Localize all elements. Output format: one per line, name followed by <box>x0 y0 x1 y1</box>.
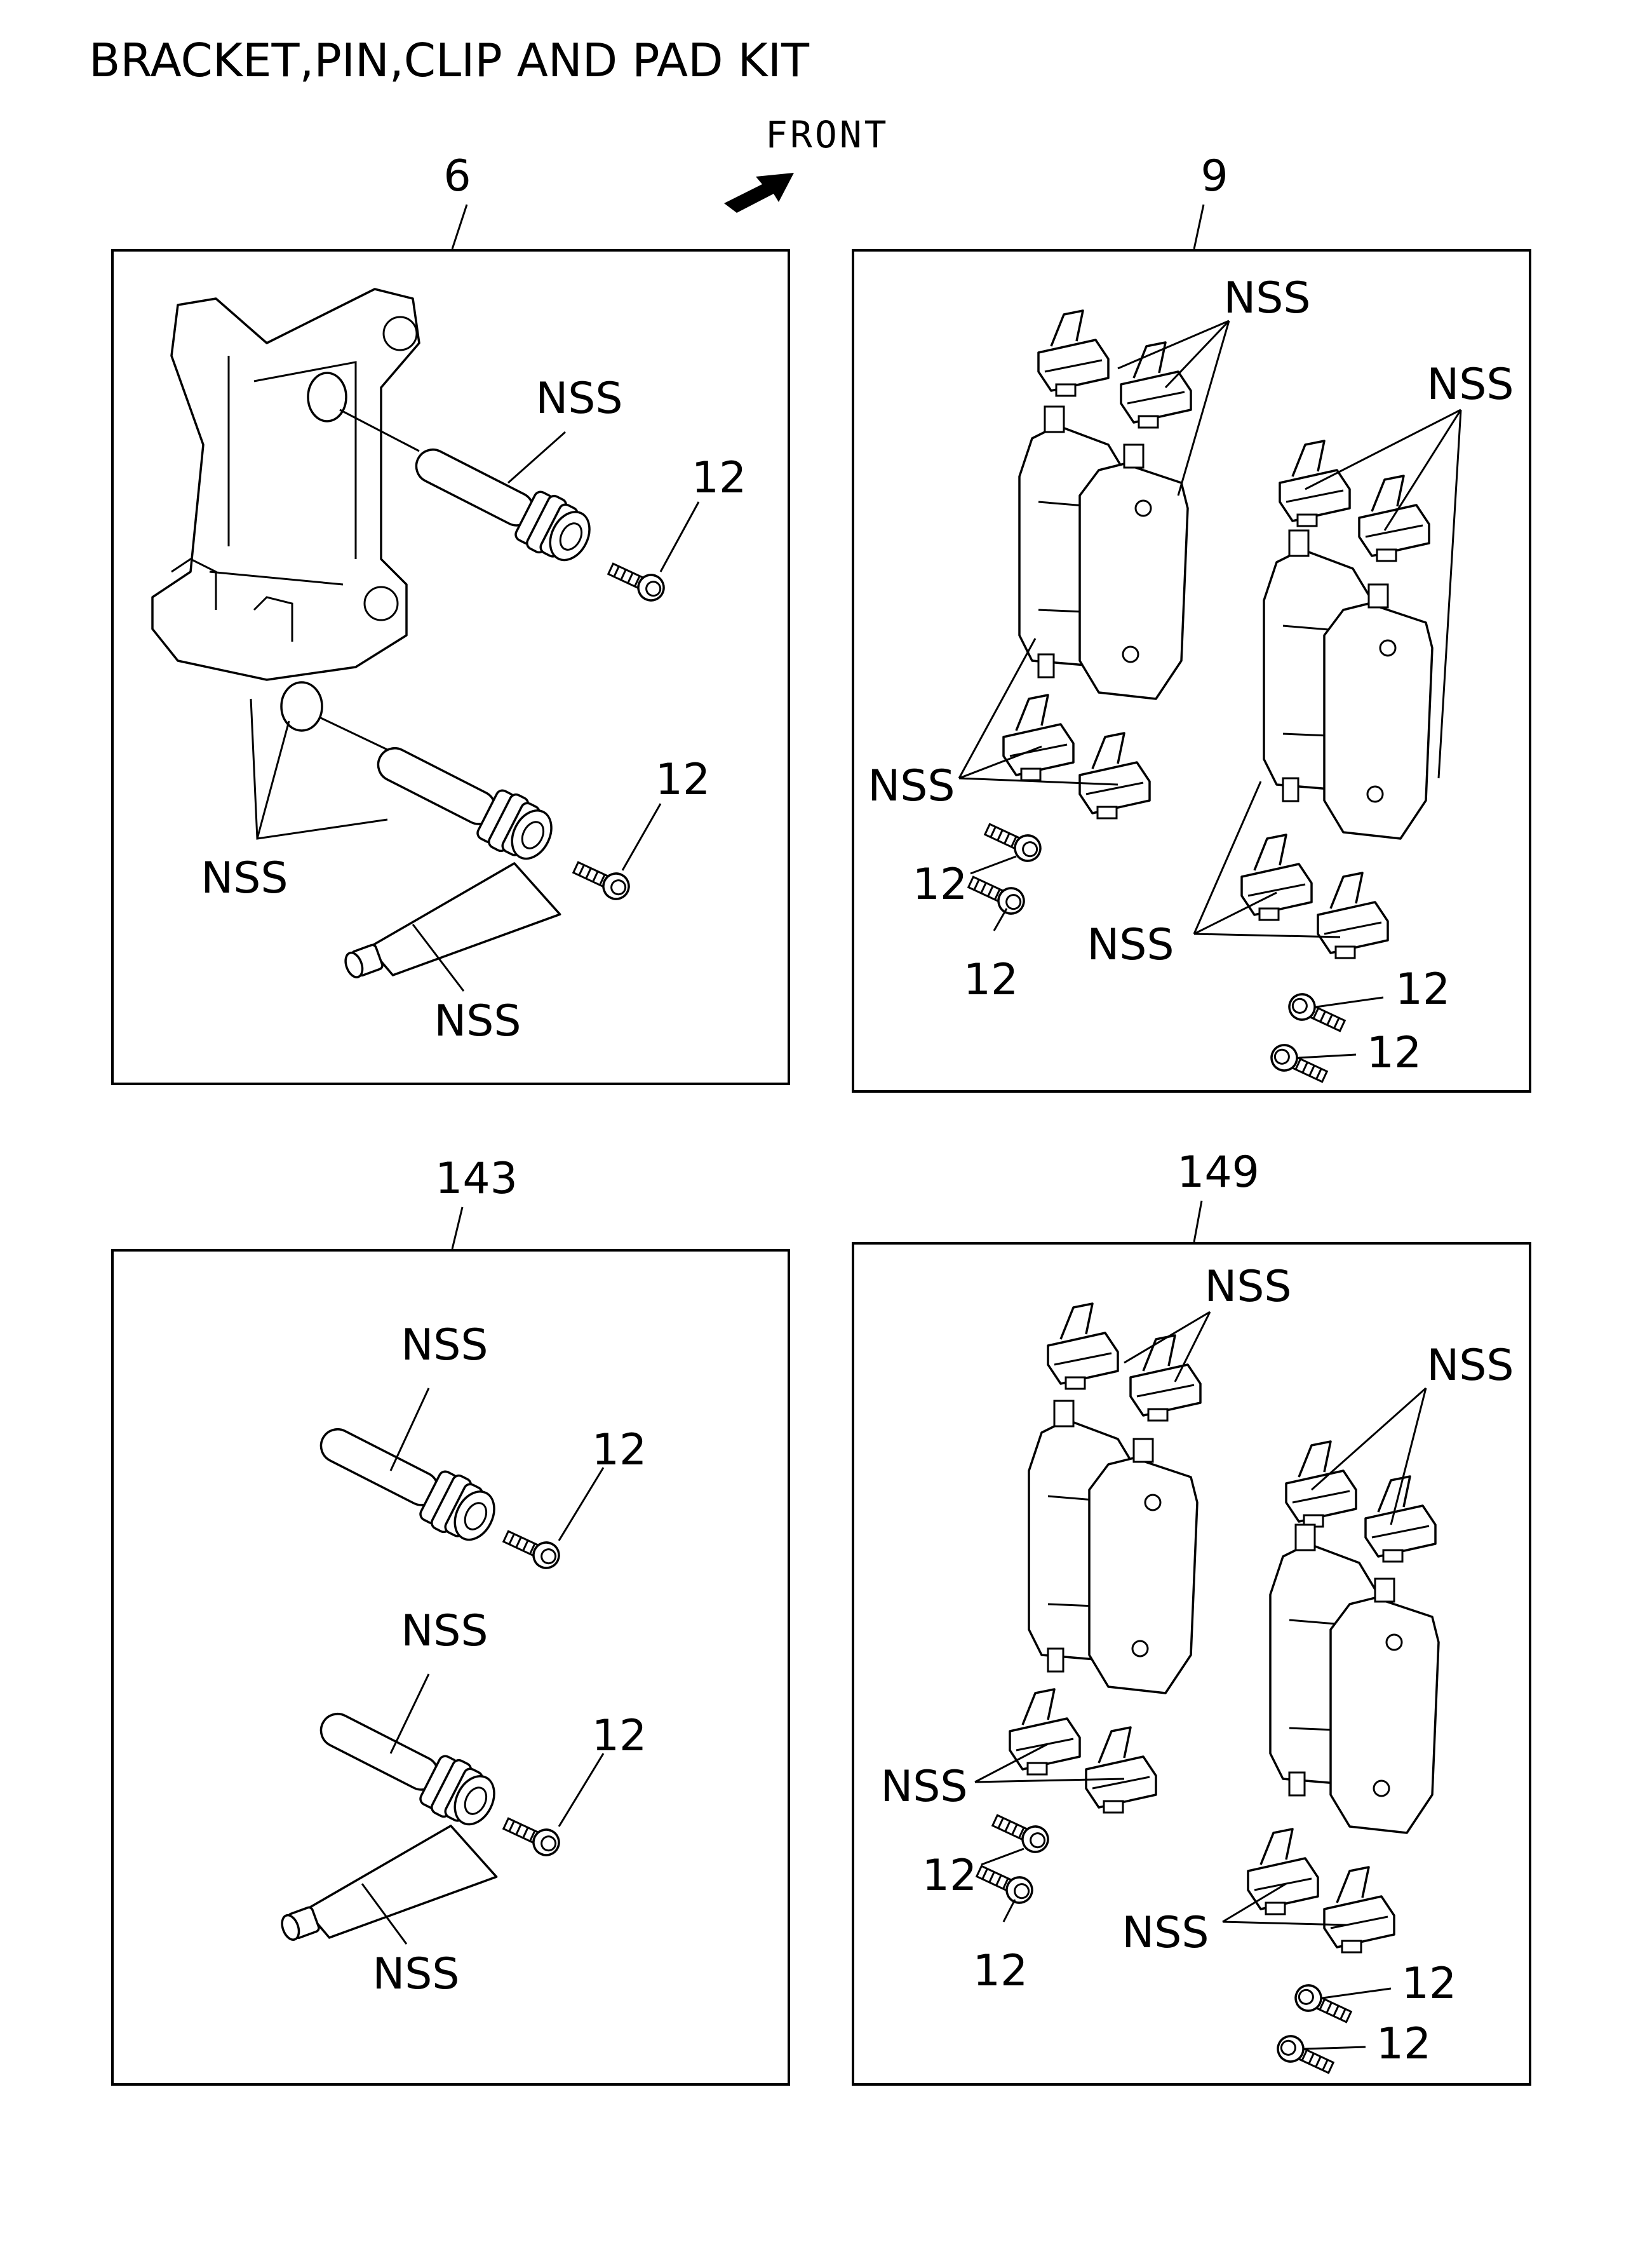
panel-143-label-nss-grease: NSS <box>372 1949 459 1999</box>
panel-6-ref: 6 <box>443 151 471 201</box>
panel-9-label-12-a: 12 <box>913 860 968 910</box>
panel-149-label-nss-upper-right: NSS <box>1427 1340 1514 1391</box>
panel-143-frame <box>111 1249 790 2086</box>
panel-149: 149 NSS NSS NSS NSS 12 12 12 <box>852 1147 1531 2086</box>
panel-6-frame <box>111 249 790 1085</box>
panel-9-label-nss-upper-right: NSS <box>1427 360 1514 410</box>
panel-9-label-12-c: 12 <box>1395 964 1451 1015</box>
front-arrow-icon <box>724 173 794 213</box>
page-title: BRACKET,PIN,CLIP AND PAD KIT <box>89 34 810 87</box>
panel-6-label-nss-bushing: NSS <box>201 853 288 903</box>
panel-143: 143 NSS 12 NSS 12 NSS <box>111 1154 790 2086</box>
panel-6-label-nss-grease: NSS <box>434 996 521 1046</box>
panel-6-label-12-bottom: 12 <box>655 755 711 805</box>
panel-9-label-nss-lower-right: NSS <box>1087 920 1174 970</box>
panel-149-label-nss-upper-left: NSS <box>1204 1262 1291 1312</box>
panel-143-label-12-top: 12 <box>592 1425 647 1475</box>
panel-143-label-12-bottom: 12 <box>592 1711 647 1761</box>
panel-143-ref: 143 <box>435 1154 518 1204</box>
panel-6-label-nss-pin: NSS <box>535 374 622 424</box>
panel-149-label-nss-lower-left: NSS <box>880 1762 967 1812</box>
panel-9-label-12-b: 12 <box>964 955 1019 1005</box>
caliper-bracket <box>151 288 420 732</box>
panel-149-label-12-d: 12 <box>1376 2019 1432 2069</box>
panel-6-label-12-top: 12 <box>692 453 747 503</box>
panel-9-label-nss-upper-left: NSS <box>1223 273 1310 323</box>
panel-9: 9 NSS NSS NSS NSS 12 12 12 1 <box>852 151 1531 1093</box>
panel-9-frame <box>852 249 1531 1093</box>
panel-143-label-nss-pin-bottom: NSS <box>401 1606 488 1656</box>
panel-149-label-12-b: 12 <box>973 1946 1028 1996</box>
front-label: FRONT <box>765 113 889 156</box>
panel-9-ref: 9 <box>1200 151 1228 201</box>
panel-149-label-12-a: 12 <box>922 1851 977 1901</box>
panel-149-label-12-c: 12 <box>1402 1959 1457 2009</box>
panel-9-label-nss-lower-left: NSS <box>868 761 955 811</box>
panel-149-frame <box>852 1242 1531 2086</box>
panel-149-label-nss-lower-right: NSS <box>1122 1908 1209 1958</box>
panel-149-ref: 149 <box>1177 1147 1259 1198</box>
panel-143-label-nss-pin-top: NSS <box>401 1320 488 1370</box>
panel-9-label-12-d: 12 <box>1367 1028 1422 1078</box>
panel-6: 6 NSS 12 12 NSS NSS <box>111 151 790 1085</box>
